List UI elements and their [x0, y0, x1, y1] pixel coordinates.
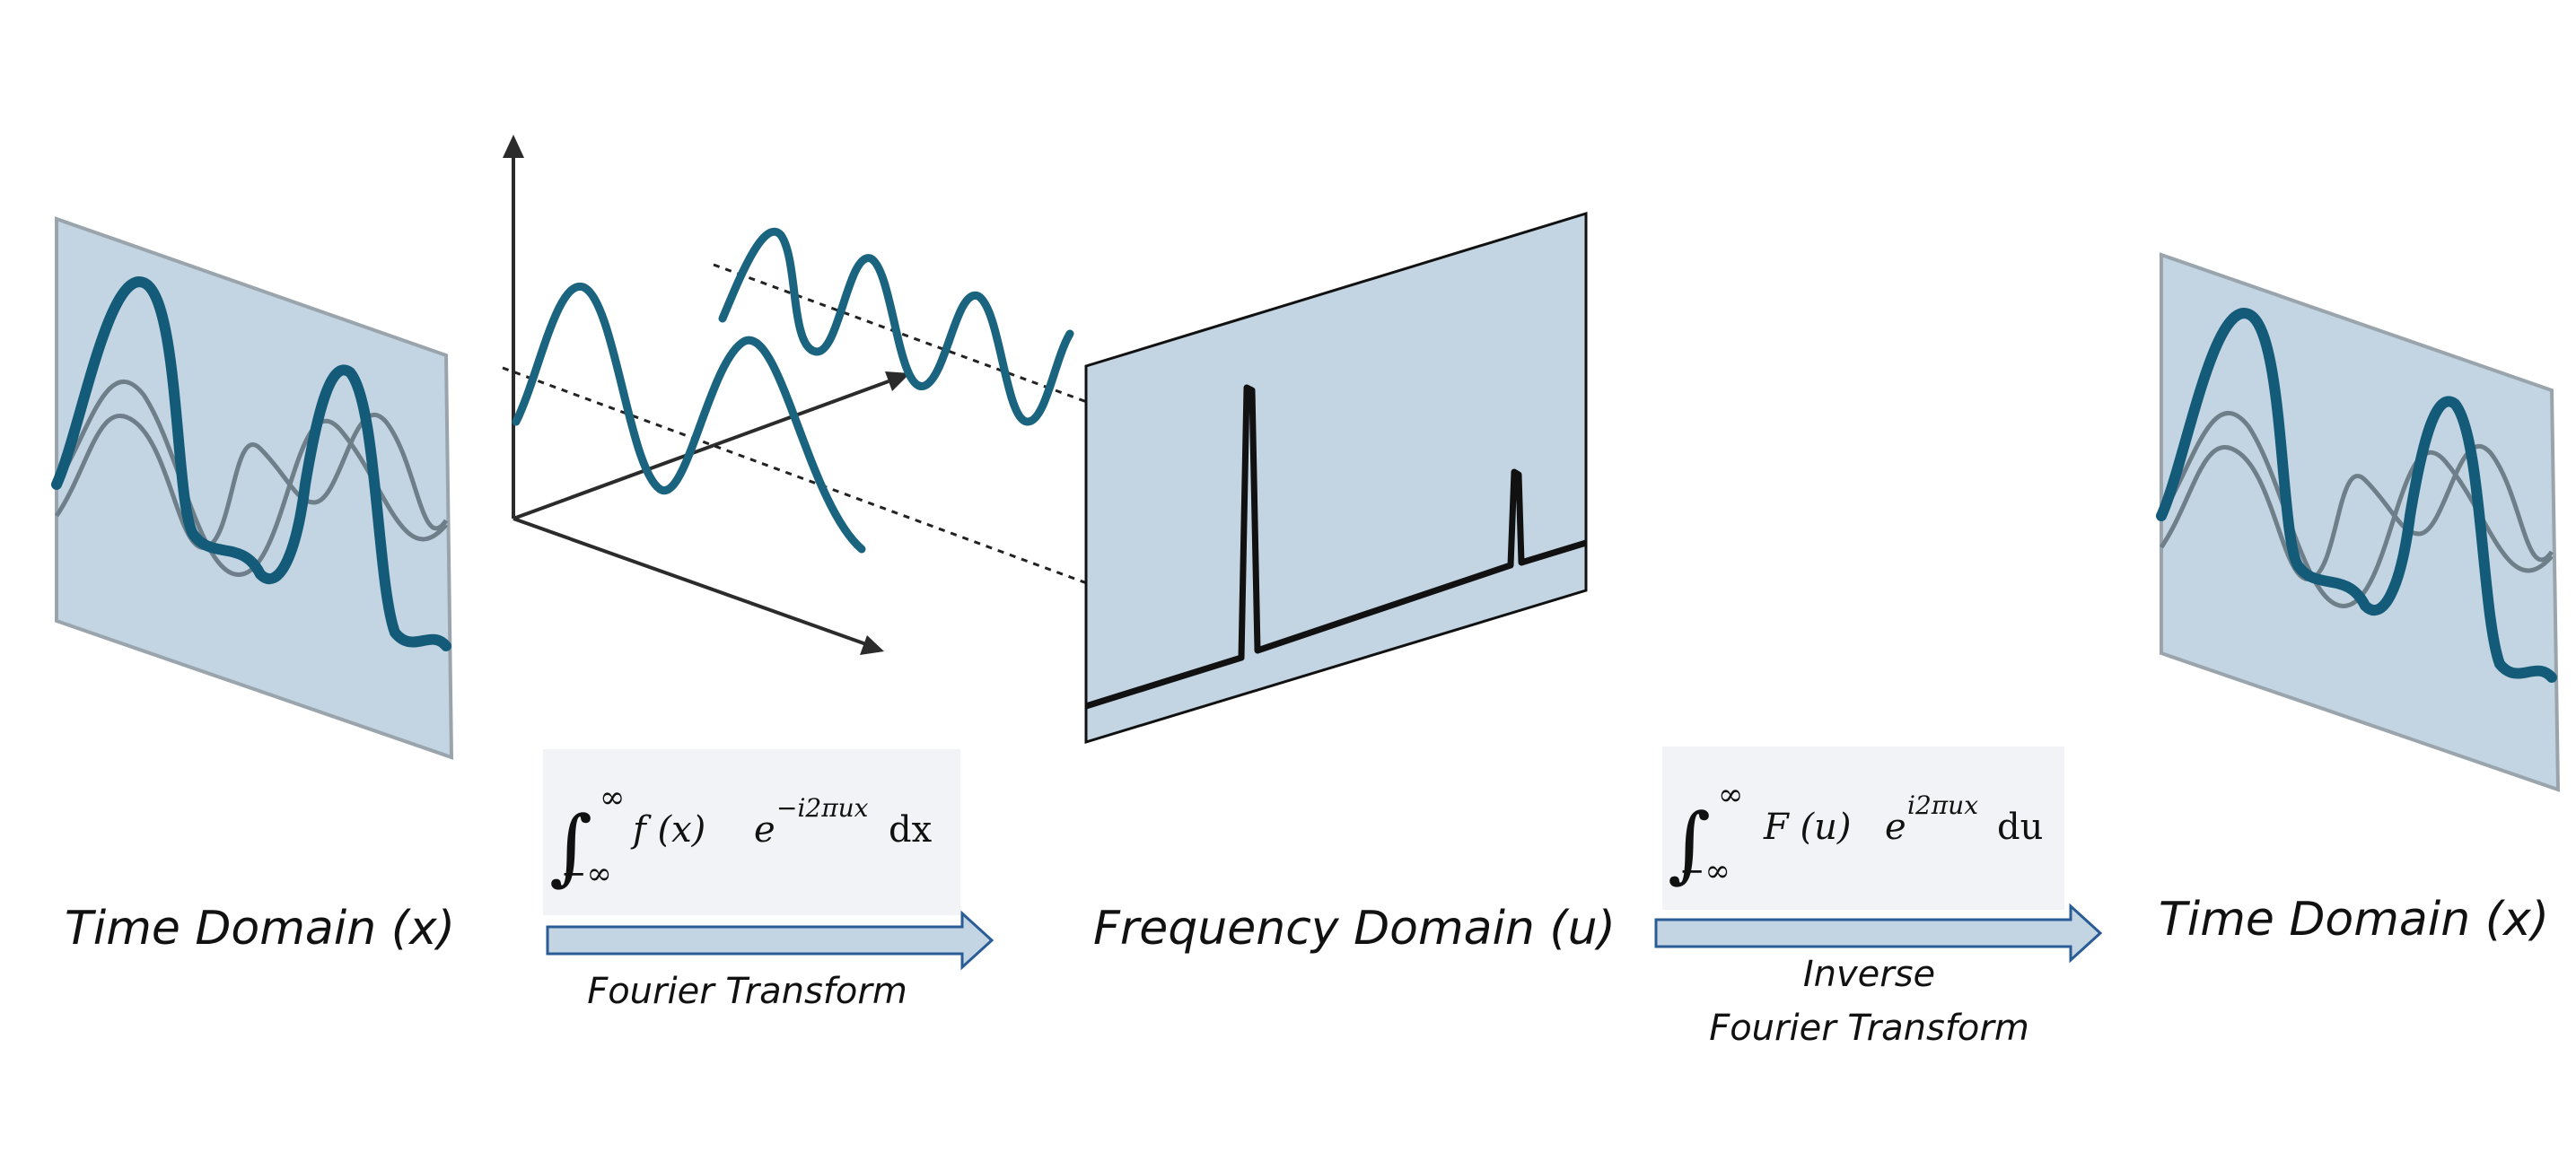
upper-limit: ∞	[600, 780, 625, 816]
formula-background	[1662, 747, 2064, 910]
upper-limit: ∞	[1718, 777, 1743, 813]
time-domain-label-left: Time Domain (x)	[65, 902, 456, 956]
vertical-axis-arrowhead	[503, 135, 524, 158]
inverse-formula: ∫ ∞ −∞ F (u) e i2πux du	[1662, 747, 2064, 910]
inverse-transform-label-line2: Fourier Transform	[1709, 1008, 2029, 1049]
panel-plane	[1084, 211, 1588, 745]
spectrum-line	[1084, 384, 1588, 710]
component-wave-2	[54, 412, 449, 550]
inverse-transform-label-line1: Inverse	[1802, 954, 1936, 995]
horizontal-axis-arrowhead	[860, 635, 884, 655]
time-domain-label-right: Time Domain (x)	[2159, 893, 2550, 947]
integral-sign: ∫	[1668, 796, 1711, 892]
forward-formula: ∫ ∞ −∞ f (x) e −i2πux dx	[543, 749, 960, 915]
combined-signal	[51, 276, 451, 651]
time-domain-panel-left	[51, 216, 454, 760]
frequency-domain-panel	[1084, 211, 1588, 745]
exponential-base: e	[754, 809, 775, 851]
formula-background	[543, 749, 960, 915]
integrand-function: F (u)	[1763, 807, 1851, 848]
time-domain-panel-right	[2156, 252, 2561, 792]
high-frequency-wave	[718, 228, 1074, 426]
differential: dx	[889, 809, 933, 851]
differential: du	[1997, 807, 2043, 848]
integrand-function: f (x)	[630, 809, 705, 851]
forward-transform-arrow	[546, 910, 994, 971]
exponent: −i2πux	[776, 793, 869, 823]
inverse-transform-arrow	[1654, 903, 2103, 964]
low-frequency-wave	[512, 283, 866, 554]
depth-axis-arrowhead	[885, 371, 910, 391]
horizontal-axis	[513, 517, 867, 646]
exponential-base: e	[1885, 807, 1906, 848]
lower-limit: −∞	[561, 856, 612, 892]
integral-sign: ∫	[549, 799, 592, 895]
lower-limit: −∞	[1679, 853, 1730, 889]
frequency-domain-label: Frequency Domain (u)	[1093, 902, 1616, 956]
depth-axis	[513, 380, 889, 520]
forward-transform-label: Fourier Transform	[587, 971, 907, 1012]
exponent: i2πux	[1907, 790, 1978, 820]
component-wave-2	[2159, 443, 2554, 581]
reconstructed-signal	[2156, 308, 2557, 683]
